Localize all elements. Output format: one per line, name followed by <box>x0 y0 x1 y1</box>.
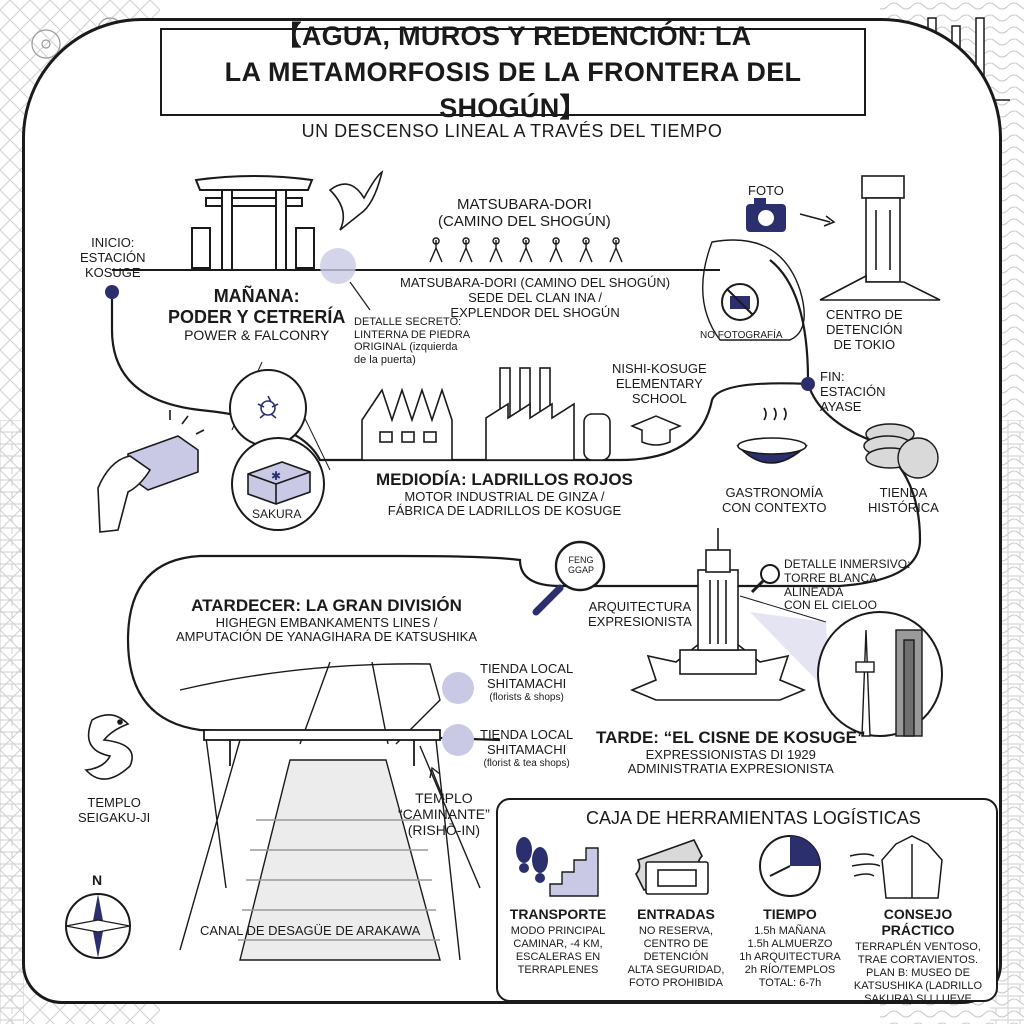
canal-label: CANAL DE DESAGÜE DE ARAKAWA <box>200 923 421 938</box>
compass-north-label: N <box>92 872 103 888</box>
magnifier-icon <box>532 540 606 616</box>
camera-icon <box>746 198 786 232</box>
small-magnifier-icon <box>750 564 780 594</box>
industrial-factory-icon <box>485 367 611 461</box>
torii-gate-icon <box>191 175 315 271</box>
start-marker <box>105 285 119 299</box>
kosuge-tower-building-icon <box>629 528 807 701</box>
brick-factory-icon <box>361 387 453 461</box>
tickets-column: ENTRADAS NO RESERVA, CENTRO DE DETENCIÓN… <box>627 906 725 989</box>
sakura-brick-icon: ✱ <box>247 461 311 505</box>
jacket-wind-icon <box>849 835 943 899</box>
rice-cracker-icon <box>863 423 939 479</box>
afternoon-heading-block: TARDE: “EL CISNE DE KOSUGE” EXPRESSIONIS… <box>596 728 866 777</box>
ticket-icon <box>635 839 709 895</box>
sky-tower-icon <box>855 629 923 737</box>
title-line-1: 【AGUA, MUROS Y REDENCIÓN: LA <box>274 21 752 51</box>
sky-tower-zoom <box>817 611 943 737</box>
svg-text:✱: ✱ <box>271 469 281 483</box>
photo-label: FOTO <box>748 183 784 198</box>
tip-column: CONSEJO PRÁCTICO TERRAPLÉN VENTOSO, TRAE… <box>853 906 983 1005</box>
no-photo-label: NO FOTOGRAFÍA <box>700 330 783 341</box>
restricted-zone <box>702 239 805 341</box>
compass-icon <box>65 893 131 959</box>
sakura-stamp-zoom <box>229 369 307 447</box>
walker-temple-label: TEMPLO“CAMINANTE”(RISHŌ-IN) <box>398 790 490 839</box>
end-marker <box>801 377 815 391</box>
photo-arrow <box>799 213 831 223</box>
secret-pointer <box>349 281 371 311</box>
ramen-bowl-icon <box>736 407 809 464</box>
subtitle: UN DESCENSO LINEAL A TRAVÉS DEL TIEMPO <box>301 121 723 141</box>
clock-icon <box>759 835 821 897</box>
no-photo-icon <box>721 283 759 321</box>
toolbox-title: CAJA DE HERRAMIENTAS LOGÍSTICAS <box>578 808 929 829</box>
afternoon-heading: TARDE: “EL CISNE DE KOSUGE” <box>596 728 866 747</box>
shop-marker-2 <box>442 724 474 756</box>
title-line-2: LA METAMORFOSIS DE LA FRONTERA DEL SHOGÚ… <box>224 57 802 123</box>
road-title: MATSUBARA-DORI(CAMINO DEL SHOGÚN) <box>438 196 611 231</box>
dusk-heading: ATARDECER: LA GRAN DIVISIÓN <box>191 596 462 615</box>
noon-heading-block: MEDIODÍA: LADRILLOS ROJOS MOTOR INDUSTRI… <box>376 470 633 519</box>
transport-column: TRANSPORTE MODO PRINCIPAL CAMINAR, -4 KM… <box>509 906 607 976</box>
footprints-icon <box>516 837 548 883</box>
sakura-brick-label: SAKURA <box>252 507 302 521</box>
stairs-icon <box>549 847 599 897</box>
time-column: TIEMPO 1.5h MAÑANA 1.5h ALMUERZO 1h ARQU… <box>739 906 841 989</box>
detention-tower-icon <box>819 175 941 301</box>
hand-holding-brick-icon <box>97 410 205 533</box>
sakura-stamp-icon <box>257 395 279 419</box>
morning-heading: MAÑANA: PODER Y CETRERÍA POWER & FALCONR… <box>168 286 346 344</box>
title-banner: 【AGUA, MUROS Y REDENCIÓN: LA LA METAMORF… <box>160 21 866 123</box>
road-caption: MATSUBARA-DORI (CAMINO DEL SHOGÚN)SEDE D… <box>400 275 671 320</box>
toolbox-icons <box>516 835 943 899</box>
canal-embankment-illustration <box>179 661 481 961</box>
border-bricks-left <box>0 420 24 1024</box>
lantern-highlight-dot <box>320 248 356 284</box>
logistics-toolbox: CAJA DE HERRAMIENTAS LOGÍSTICAS <box>496 798 998 1005</box>
noon-heading: MEDIODÍA: LADRILLOS ROJOS <box>376 470 633 489</box>
dusk-heading-block: ATARDECER: LA GRAN DIVISIÓN HIGHEGN EMBA… <box>176 596 477 645</box>
falcon-icon <box>328 170 384 231</box>
shop-marker-1 <box>442 672 474 704</box>
graduation-cap-icon <box>630 415 682 446</box>
dragon-icon <box>84 714 133 780</box>
procession-icon <box>429 237 623 263</box>
